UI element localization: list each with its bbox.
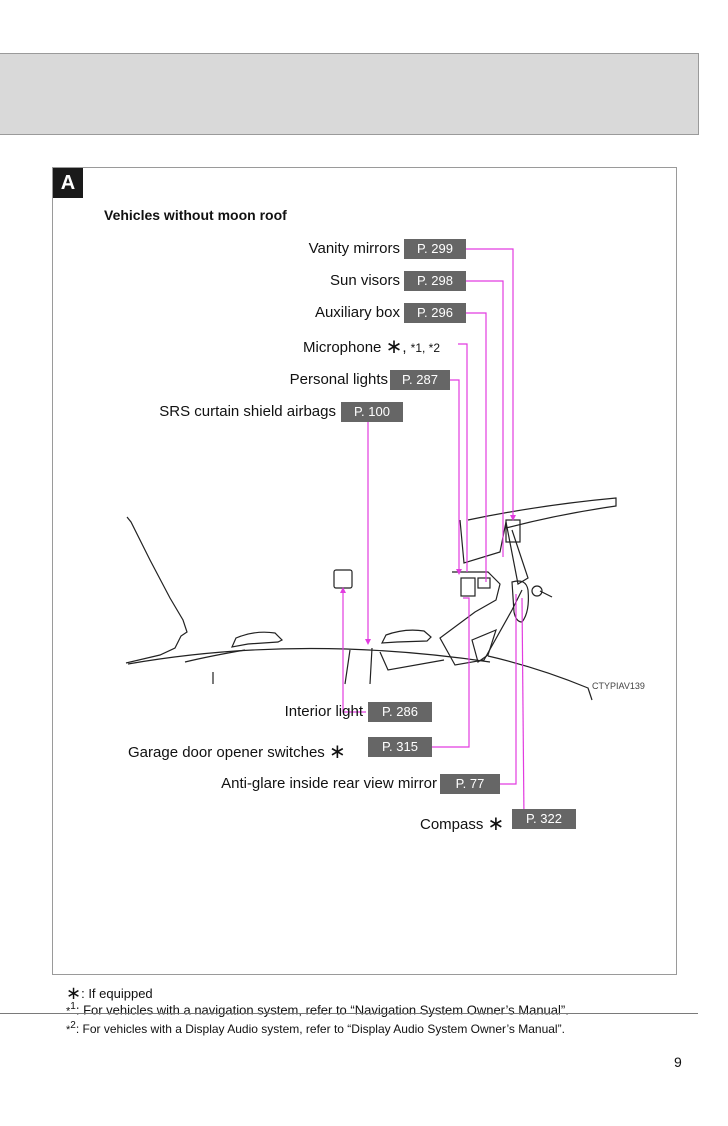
- label-interior-light: Interior light: [284, 703, 363, 720]
- microphone-marks: *1, *2: [410, 341, 441, 355]
- garage-door-text: Garage door opener switches: [128, 744, 325, 761]
- section-badge: A: [53, 168, 83, 198]
- footnote-2: *2: For vehicles with a Display Audio sy…: [66, 1020, 565, 1036]
- label-srs-airbags: SRS curtain shield airbags: [159, 403, 336, 420]
- equipped-star-icon: ∗: [66, 983, 82, 1003]
- equipped-star-icon: ∗: [385, 336, 403, 358]
- ref-garage-door[interactable]: P. 315: [368, 737, 432, 757]
- footnote-star: ∗: If equipped: [66, 983, 153, 1003]
- label-compass: Compass ∗: [420, 810, 504, 835]
- label-garage-door: Garage door opener switches ∗: [128, 738, 346, 763]
- label-anti-glare: Anti-glare inside rear view mirror: [221, 775, 437, 792]
- equipped-star-icon: ∗: [328, 741, 346, 763]
- footnote-1: *1: For vehicles with a navigation syste…: [66, 1001, 569, 1018]
- ref-auxiliary-box[interactable]: P. 296: [404, 303, 466, 323]
- label-microphone: Microphone ∗, *1, *2: [303, 336, 441, 358]
- equipped-star-icon: ∗: [487, 813, 505, 835]
- label-vanity-mirrors: Vanity mirrors: [308, 240, 400, 257]
- label-sun-visors: Sun visors: [329, 272, 400, 289]
- compass-text: Compass: [420, 816, 484, 833]
- ref-sun-visors[interactable]: P. 298: [404, 271, 466, 291]
- illustration-code: CTYPIAV139: [592, 681, 645, 691]
- ref-personal-lights[interactable]: P. 287: [390, 370, 450, 390]
- bottom-rule: [0, 1013, 698, 1014]
- ref-srs-airbags[interactable]: P. 100: [341, 402, 403, 422]
- microphone-text: Microphone: [303, 339, 382, 356]
- ref-compass[interactable]: P. 322: [512, 809, 576, 829]
- ref-interior-light[interactable]: P. 286: [368, 702, 432, 722]
- ref-anti-glare[interactable]: P. 77: [440, 774, 500, 794]
- figure-frame: [52, 167, 677, 975]
- label-personal-lights: Personal lights: [289, 371, 388, 388]
- ref-vanity-mirrors[interactable]: P. 299: [404, 239, 466, 259]
- figure-subtitle: Vehicles without moon roof: [104, 207, 287, 223]
- header-band: [0, 53, 699, 135]
- page-number: 9: [674, 1054, 682, 1070]
- label-auxiliary-box: Auxiliary box: [314, 304, 400, 321]
